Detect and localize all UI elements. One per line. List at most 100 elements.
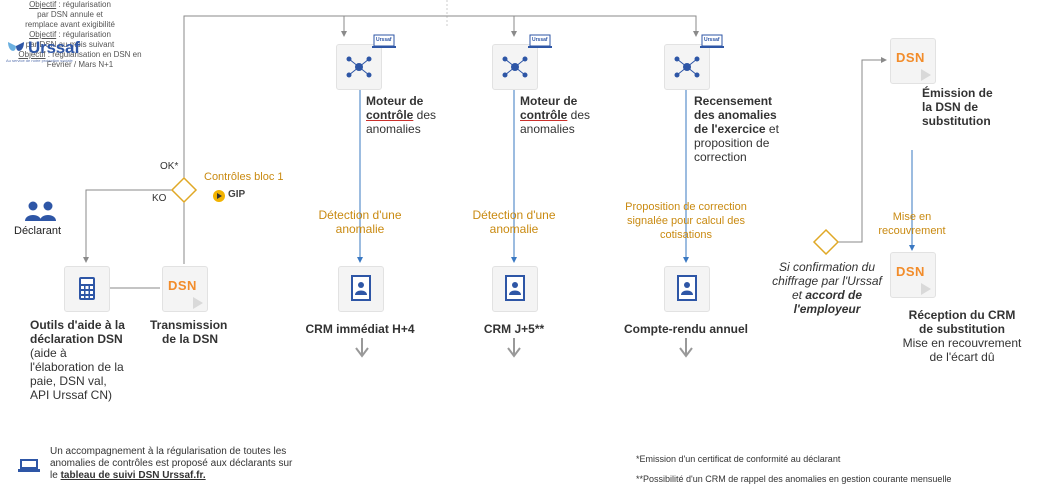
confirmation-line-5: l'employeur bbox=[793, 302, 861, 316]
crm-label-3: Compte-rendu annuel bbox=[623, 322, 748, 336]
tools-sub-4: API Urssaf CN) bbox=[30, 388, 113, 402]
network-icon bbox=[346, 56, 372, 78]
ok-label: OK* bbox=[160, 161, 179, 172]
proposal-text: Proposition de correction signalée pour … bbox=[606, 200, 766, 242]
census-box bbox=[664, 44, 710, 90]
census-line-5: proposition de bbox=[694, 136, 770, 150]
census-line-3: de l'exercice bbox=[694, 122, 766, 136]
calculator-box bbox=[64, 266, 110, 312]
dsn-play-icon bbox=[921, 69, 931, 81]
proposal-line-3: cotisations bbox=[660, 229, 712, 241]
engine-1-line-3: des bbox=[413, 108, 437, 122]
laptop-badge-text: Urssaf bbox=[704, 37, 720, 43]
laptop-badge-1: Urssaf bbox=[372, 34, 396, 50]
tools-text: Outils d'aide à la déclaration DSN (aide… bbox=[30, 318, 140, 402]
crm-doc-box-1 bbox=[338, 266, 384, 312]
emission-text: Émission de la DSN de substitution bbox=[922, 86, 1032, 128]
engine-text-1: Moteur de contrôle des anomalies bbox=[366, 94, 456, 136]
confirmation-line-3: et bbox=[791, 288, 806, 302]
transmission-line-2: de la DSN bbox=[162, 332, 219, 346]
crm-doc-box-3 bbox=[664, 266, 710, 312]
objective-3-line-2: Février / Mars N+1 bbox=[46, 60, 114, 69]
emission-box: DSN bbox=[890, 38, 936, 84]
dsn-play-icon bbox=[193, 297, 203, 309]
ko-label: KO bbox=[152, 193, 167, 204]
proposal-line-2: signalée pour calcul des bbox=[626, 215, 746, 227]
detection-2-line-1: Détection d'une bbox=[472, 208, 556, 222]
gip-logo: GIP bbox=[212, 188, 268, 204]
confirmation-line-1: Si confirmation du bbox=[778, 260, 876, 274]
tools-sub-1: (aide à bbox=[30, 346, 67, 360]
footer-line-1: Un accompagnement à la régularisation de… bbox=[50, 446, 287, 457]
transmission-line-1: Transmission bbox=[150, 318, 228, 332]
document-icon bbox=[677, 275, 697, 301]
engine-2-line-3: des bbox=[567, 108, 591, 122]
declarant-label: Déclarant bbox=[14, 225, 62, 237]
engine-1-line-4: anomalies bbox=[366, 122, 421, 136]
objective-1-line-1: : régularisation bbox=[56, 0, 111, 9]
objective-2-label: Objectif bbox=[29, 30, 57, 39]
crm-doc-box-2 bbox=[492, 266, 538, 312]
census-line-6: correction bbox=[694, 150, 747, 164]
detection-1-line-1: Détection d'une bbox=[318, 208, 402, 222]
objective-text-3: Objectif : régularisation en DSN en Févr… bbox=[0, 50, 160, 70]
laptop-badge-text: Urssaf bbox=[532, 37, 548, 43]
census-line-4: et bbox=[765, 122, 779, 136]
detection-text-2: Détection d'une anomalie bbox=[454, 208, 574, 236]
emission-line-2: la DSN de bbox=[922, 100, 979, 114]
dsn-transmission-box: DSN bbox=[162, 266, 208, 312]
transmission-text: Transmission de la DSN bbox=[150, 318, 260, 346]
tools-sub-2: l'élaboration de la bbox=[30, 360, 124, 374]
recovery-line-1: Mise en bbox=[892, 211, 932, 223]
census-line-1: Recensement bbox=[694, 94, 773, 108]
footer-note-2: **Possibilité d'un CRM de rappel des ano… bbox=[636, 474, 952, 484]
confirmation-text: Si confirmation du chiffrage par l'Urssa… bbox=[762, 260, 892, 316]
detection-text-1: Détection d'une anomalie bbox=[300, 208, 420, 236]
logo-tagline: Au service de notre protection sociale bbox=[6, 58, 73, 63]
calculator-icon bbox=[79, 277, 95, 300]
reception-line-1: Réception du CRM bbox=[908, 308, 1016, 322]
objective-text-1: Objectif : régularisation par DSN annule… bbox=[0, 0, 140, 30]
crm-label-1: CRM immédiat H+4 bbox=[305, 322, 415, 336]
dsn-logo: DSN bbox=[168, 278, 197, 293]
objective-1-line-2: par DSN annule et bbox=[37, 10, 103, 19]
control-engine-box-1 bbox=[336, 44, 382, 90]
confirmation-line-2: chiffrage par l'Urssaf bbox=[772, 274, 882, 288]
census-text: Recensement des anomalies de l'exercice … bbox=[694, 94, 804, 164]
reception-line-2: de substitution bbox=[919, 322, 1005, 336]
footer-support-text: Un accompagnement à la régularisation de… bbox=[50, 446, 350, 482]
laptop-icon bbox=[372, 34, 396, 48]
engine-text-2: Moteur de contrôle des anomalies bbox=[520, 94, 610, 136]
objective-2-line-1: : régularisation bbox=[56, 30, 111, 39]
objective-text-2: Objectif : régularisation par DSN au moi… bbox=[0, 30, 140, 50]
laptop-icon bbox=[18, 459, 40, 472]
reception-text: Réception du CRM de substitution Mise en… bbox=[892, 308, 1032, 364]
footer-line-3: le bbox=[50, 470, 61, 481]
proposal-line-1: Proposition de correction bbox=[625, 201, 747, 213]
footer-laptop-icon bbox=[18, 458, 40, 474]
recovery-line-2: recouvrement bbox=[878, 225, 946, 237]
reception-box: DSN bbox=[890, 252, 936, 298]
recovery-text: Mise en recouvrement bbox=[870, 210, 954, 238]
dsn-logo: DSN bbox=[896, 264, 925, 279]
people-icon bbox=[25, 201, 56, 221]
laptop-icon bbox=[700, 34, 724, 48]
objective-1-label: Objectif bbox=[29, 0, 57, 9]
network-icon bbox=[502, 56, 528, 78]
footer-note-1: *Emission d'un certificat de conformité … bbox=[636, 454, 841, 464]
network-icon bbox=[674, 56, 700, 78]
dsn-tracking-link[interactable]: tableau de suivi DSN Urssaf.fr. bbox=[60, 470, 206, 481]
controls-bloc-label: Contrôles bloc 1 bbox=[204, 171, 284, 183]
objective-3-label: Objectif bbox=[18, 50, 46, 59]
crm-label-2: CRM J+5** bbox=[483, 322, 545, 336]
reception-line-3: Mise en recouvrement bbox=[902, 336, 1022, 350]
census-line-2: des anomalies bbox=[694, 108, 777, 122]
reception-line-4: de l'écart dû bbox=[929, 350, 995, 364]
document-icon bbox=[505, 275, 525, 301]
laptop-badge-2: Urssaf bbox=[528, 34, 552, 50]
engine-2-line-2: contrôle bbox=[520, 108, 568, 122]
laptop-badge-3: Urssaf bbox=[700, 34, 724, 50]
gip-logo-icon bbox=[213, 190, 225, 202]
footer-line-2: anomalies de contrôles est proposé aux d… bbox=[50, 458, 293, 469]
